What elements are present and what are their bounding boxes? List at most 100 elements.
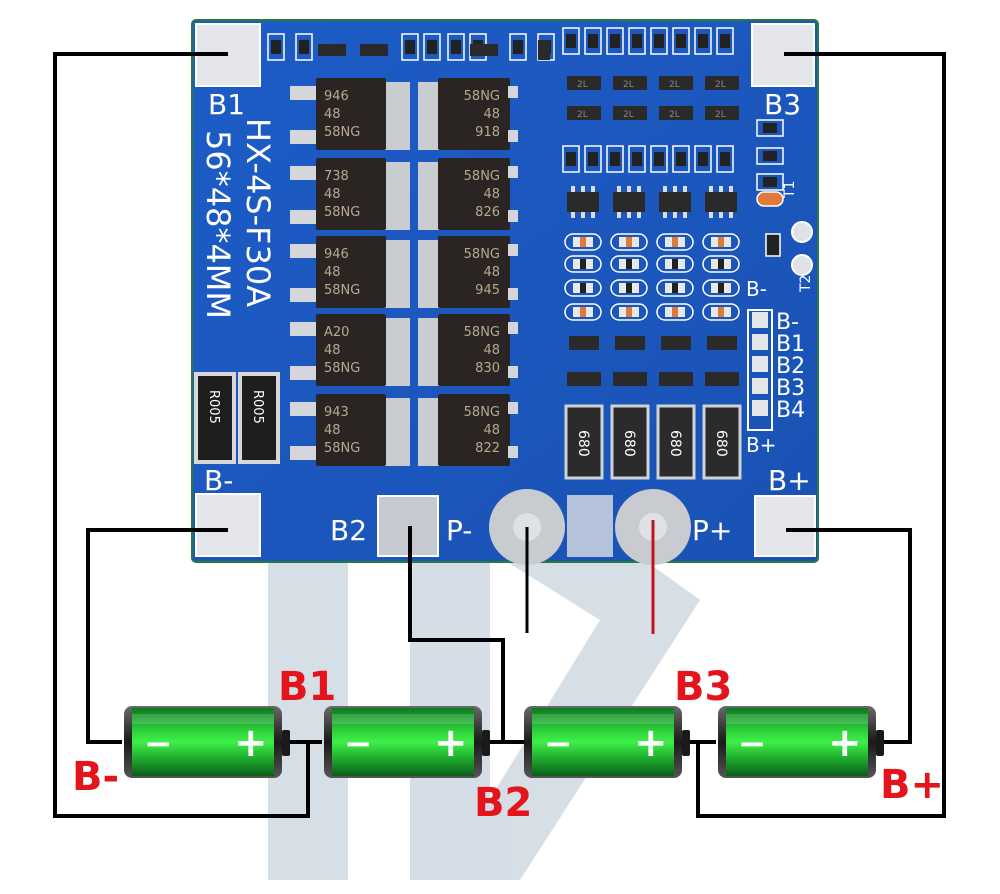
transistor-marking: 2L xyxy=(715,110,726,120)
balance-header-pin[interactable]: B1 xyxy=(752,332,805,357)
thermistor-pad-t2[interactable] xyxy=(791,254,813,276)
smd-transistor: 2L xyxy=(613,106,647,120)
smd-transistor: 2L xyxy=(613,76,647,90)
smd-resistor xyxy=(716,145,734,173)
header-pin-label: B- xyxy=(776,310,799,335)
cell-positive-icon: + xyxy=(634,720,668,766)
smd-resistor xyxy=(509,33,527,61)
smd-capacitor xyxy=(564,233,602,251)
mosfet-marking: 826 xyxy=(475,205,500,220)
smd-capacitor xyxy=(702,279,740,297)
balance-header-pin[interactable]: B3 xyxy=(752,376,805,401)
smd-capacitor xyxy=(610,233,648,251)
battery-cell: −+ xyxy=(524,706,690,778)
smd-capacitor xyxy=(756,191,784,207)
balance-header-pin[interactable]: B2 xyxy=(752,354,805,379)
smd-resistor xyxy=(584,145,602,173)
smd-resistor xyxy=(562,145,580,173)
balance-resistor: 680 xyxy=(564,404,604,480)
smd-capacitor xyxy=(656,303,694,321)
mosfet-marking: 48 xyxy=(483,343,500,358)
transistor-marking: 2L xyxy=(669,80,680,90)
mosfet-marking: 48 xyxy=(483,423,500,438)
pad-b-minus[interactable] xyxy=(195,493,261,557)
balance-header-pin[interactable]: B- xyxy=(752,310,799,335)
smd-resistor xyxy=(672,27,690,55)
protection-ic xyxy=(567,186,599,218)
smd-transistor xyxy=(567,372,601,386)
smd-resistor xyxy=(401,33,419,61)
smd-capacitor xyxy=(702,255,740,273)
smd-resistor xyxy=(650,145,668,173)
label-p-minus: P- xyxy=(446,514,472,547)
mosfet-marking: 48 xyxy=(483,187,500,202)
cell-positive-icon: + xyxy=(434,720,468,766)
mosfet-small xyxy=(615,336,645,350)
balance-header-pin[interactable]: B4 xyxy=(752,398,805,423)
shunt-resistor: R005 xyxy=(194,372,236,464)
wire-b-minus xyxy=(86,528,228,744)
smd-resistor xyxy=(694,27,712,55)
mosfet-marking: 48 xyxy=(324,107,341,122)
diagram-label-b1: B1 xyxy=(278,664,336,710)
header-pin-label: B4 xyxy=(776,398,805,423)
diagram-label-b2: B2 xyxy=(474,780,532,826)
mosfet-marking: 918 xyxy=(475,125,500,140)
smd-resistor xyxy=(447,33,465,61)
smd-transistor: 2L xyxy=(567,106,601,120)
label-b-plus: B+ xyxy=(768,464,811,497)
mosfet-marking: 822 xyxy=(475,441,500,456)
svg-text:R005: R005 xyxy=(250,390,265,424)
smd-resistor xyxy=(756,119,784,137)
diagram-label-b-plus: B+ xyxy=(880,762,944,808)
mosfet-marking: 58NG xyxy=(464,405,500,420)
mosfet-marking: 946 xyxy=(324,89,349,104)
smd-transistor: 2L xyxy=(705,76,739,90)
mosfet-marking: 945 xyxy=(475,283,500,298)
cell-positive-icon: + xyxy=(234,720,268,766)
resistor-value: 680 xyxy=(713,430,729,457)
mosfet-marking: 48 xyxy=(324,423,341,438)
mosfet-marking: 58NG xyxy=(464,325,500,340)
wire-b2 xyxy=(408,526,505,742)
protection-ic xyxy=(705,186,737,218)
smd-resistor xyxy=(584,27,602,55)
diagram-label-b3: B3 xyxy=(674,664,732,710)
resistor-value: 680 xyxy=(621,430,637,457)
mosfet-marking: 48 xyxy=(324,187,341,202)
smd-capacitor xyxy=(656,233,694,251)
smd-resistor xyxy=(716,27,734,55)
smd-resistor xyxy=(694,145,712,173)
transistor-marking: 2L xyxy=(623,80,634,90)
smd-transistor xyxy=(470,44,498,56)
mosfet-marking: 946 xyxy=(324,247,349,262)
transistor-marking: 2L xyxy=(623,110,634,120)
smd-resistor xyxy=(295,33,313,61)
smd-resistor xyxy=(650,27,668,55)
shunt-resistor: R005 xyxy=(238,372,280,464)
smd-resistor xyxy=(267,33,285,61)
mosfet-small xyxy=(569,336,599,350)
thermistor-pad-t1[interactable] xyxy=(791,221,813,243)
mosfet-marking: 58NG xyxy=(464,247,500,262)
smd-capacitor xyxy=(702,233,740,251)
mosfet-marking: 48 xyxy=(483,265,500,280)
pcb-board: B1 B3 B- B+ B2 P- P+ HX-4S-F30A 56*48*4M… xyxy=(191,19,819,565)
smd-resistor xyxy=(756,147,784,165)
smd-capacitor xyxy=(610,303,648,321)
label-t1: T1 xyxy=(782,181,798,199)
smd-capacitor xyxy=(656,255,694,273)
diagram-label-b-minus: B- xyxy=(72,754,119,800)
smd-resistor xyxy=(756,173,784,191)
smd-diode xyxy=(538,40,550,60)
smd-resistor xyxy=(606,145,624,173)
pad-b-plus[interactable] xyxy=(754,495,816,557)
mosfet-marking: 943 xyxy=(324,405,349,420)
smd-capacitor xyxy=(610,255,648,273)
transistor-marking: 2L xyxy=(577,80,588,90)
mosfet-marking: 58NG xyxy=(324,125,360,140)
